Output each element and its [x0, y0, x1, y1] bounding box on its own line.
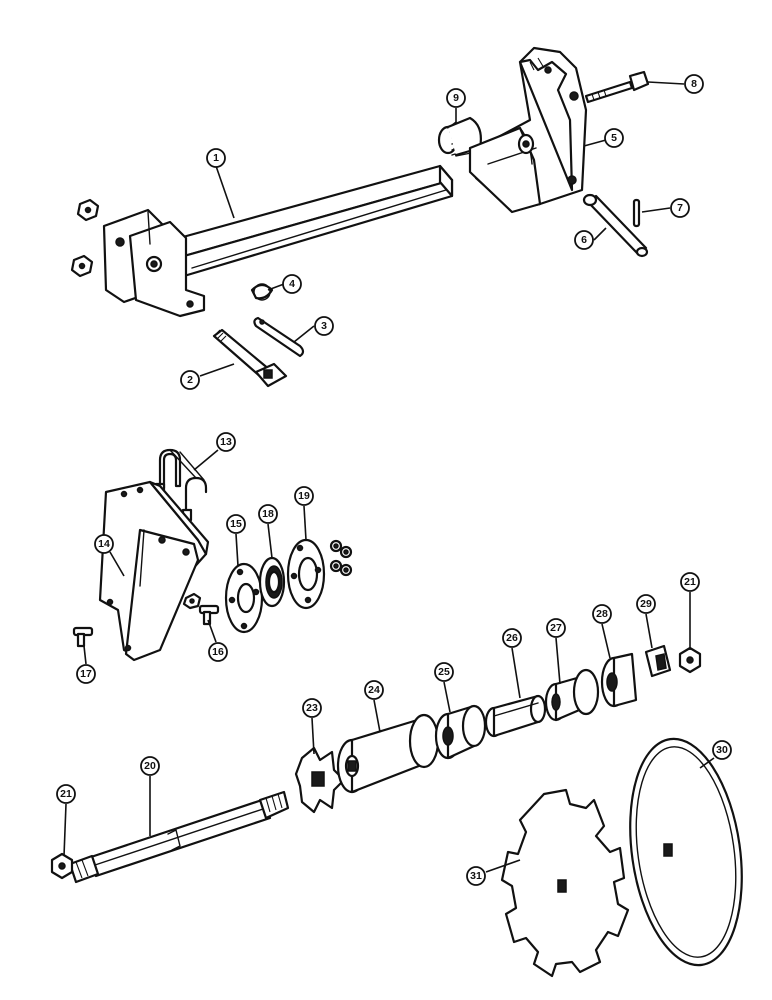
callout-19: 19: [294, 486, 314, 506]
hex-nut-21-right: [678, 646, 702, 674]
callout-28: 28: [592, 604, 612, 624]
callout-29: 29: [636, 594, 656, 614]
hex-nut-lower: [70, 254, 94, 278]
svg-text:16: 16: [212, 646, 224, 658]
bolt-part: [584, 70, 650, 104]
svg-text:6: 6: [581, 234, 587, 246]
clevis-pin-part: [253, 316, 305, 358]
callout-9: 9: [446, 88, 466, 108]
svg-text:14: 14: [98, 538, 110, 550]
svg-text:29: 29: [640, 598, 652, 610]
svg-text:17: 17: [80, 668, 92, 680]
clip-29: [644, 644, 672, 678]
svg-text:31: 31: [470, 870, 482, 882]
svg-text:18: 18: [262, 508, 274, 520]
end-cap-28: [600, 652, 638, 708]
callout-15: 15: [226, 514, 246, 534]
hex-nut-bracket: [182, 592, 202, 610]
svg-text:24: 24: [368, 684, 380, 696]
callout-14: 14: [94, 534, 114, 554]
callout-31: 31: [466, 866, 486, 886]
callout-18: 18: [258, 504, 278, 524]
long-pin-part: [582, 193, 649, 258]
callout-21-right: 21: [680, 572, 700, 592]
svg-text:27: 27: [550, 622, 562, 634]
callout-5: 5: [604, 128, 624, 148]
carriage-bolt-16: [198, 604, 220, 626]
roll-pin-part: [632, 198, 641, 228]
callout-17: 17: [76, 664, 96, 684]
svg-text:7: 7: [677, 202, 683, 214]
carriage-bolt-17: [72, 626, 94, 648]
tube-26: [484, 694, 547, 738]
callout-16: 16: [208, 642, 228, 662]
hex-nut-21-left: [50, 852, 74, 880]
notched-disc-31: [500, 788, 630, 978]
lynch-pin-part: [250, 283, 274, 301]
svg-text:8: 8: [691, 78, 697, 90]
svg-text:21: 21: [60, 788, 72, 800]
callout-27: 27: [546, 618, 566, 638]
svg-text:25: 25: [438, 666, 450, 678]
pivot-pin-part: [212, 328, 288, 388]
svg-text:19: 19: [298, 490, 310, 502]
callout-3: 3: [314, 316, 334, 336]
svg-text:26: 26: [506, 632, 518, 644]
smooth-disc-30: [629, 737, 743, 967]
callout-20: 20: [140, 756, 160, 776]
u-bolt-part: [154, 448, 208, 522]
hanger-bracket-part: [98, 480, 210, 662]
callout-2: 2: [180, 370, 200, 390]
svg-text:20: 20: [144, 760, 156, 772]
spool-24: [336, 713, 440, 794]
leader-lines: [63, 81, 715, 873]
flange-19: [286, 538, 326, 610]
callout-26: 26: [502, 628, 522, 648]
svg-text:9: 9: [453, 92, 459, 104]
bearing-18: [258, 556, 286, 608]
star-washer-23: [294, 746, 346, 814]
callout-13: 13: [216, 432, 236, 452]
callout-30: 30: [712, 740, 732, 760]
callout-25: 25: [434, 662, 454, 682]
nut-washer-set: [329, 539, 353, 577]
svg-text:15: 15: [230, 518, 242, 530]
bushing-25: [434, 704, 487, 760]
svg-text:4: 4: [289, 278, 295, 290]
callout-24: 24: [364, 680, 384, 700]
bushing-27: [544, 668, 600, 722]
svg-text:2: 2: [187, 374, 193, 386]
callout-6: 6: [574, 230, 594, 250]
shaft-20: [68, 790, 290, 884]
arm-tube-part: [102, 164, 454, 318]
svg-text:23: 23: [306, 702, 318, 714]
svg-text:3: 3: [321, 320, 327, 332]
callout-23: 23: [302, 698, 322, 718]
flange-15: [224, 562, 264, 634]
svg-text:1: 1: [213, 152, 219, 164]
callout-8: 8: [684, 74, 704, 94]
hex-nut-upper: [76, 198, 100, 222]
svg-text:5: 5: [611, 132, 617, 144]
callout-7: 7: [670, 198, 690, 218]
pivot-bracket-part: [468, 46, 588, 214]
svg-text:28: 28: [596, 608, 608, 620]
svg-text:30: 30: [716, 744, 728, 756]
svg-text:13: 13: [220, 436, 232, 448]
callout-4: 4: [282, 274, 302, 294]
callout-1: 1: [206, 148, 226, 168]
callout-21-left: 21: [56, 784, 76, 804]
svg-text:21: 21: [684, 576, 696, 588]
